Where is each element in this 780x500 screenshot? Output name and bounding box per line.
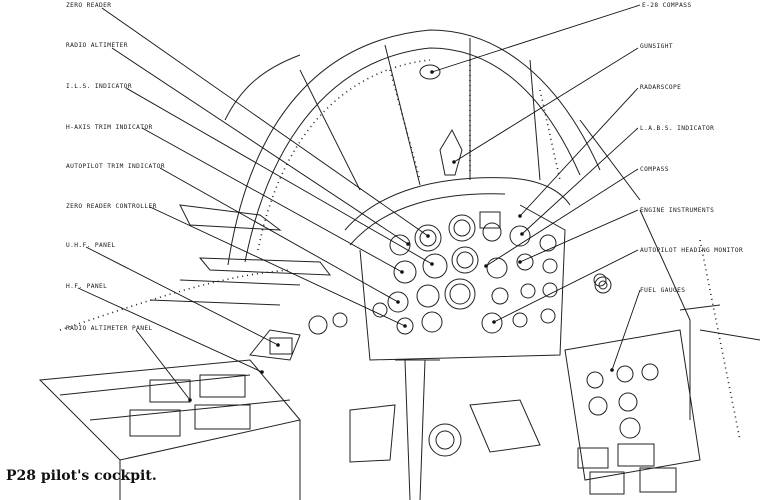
canopy-frame-outer bbox=[227, 29, 601, 266]
label-e28-compass: E-28 COMPASS bbox=[642, 2, 692, 9]
label-labs-indicator: L.A.B.S. INDICATOR bbox=[640, 125, 714, 132]
label-engine-instruments: ENGINE INSTRUMENTS bbox=[640, 207, 714, 214]
label-compass: COMPASS bbox=[640, 166, 669, 173]
label-uhf-panel: U.H.F. PANEL bbox=[66, 242, 116, 249]
instrument-panel bbox=[359, 204, 566, 361]
label-gunsight: GUNSIGHT bbox=[640, 43, 673, 50]
fuel-gauge-panel bbox=[577, 276, 677, 495]
gunsight-body bbox=[439, 128, 463, 176]
label-ils-indicator: I.L.S. INDICATOR bbox=[66, 83, 132, 90]
e28-compass-body bbox=[419, 64, 441, 80]
label-zero-reader-controller: ZERO READER CONTROLLER bbox=[66, 203, 157, 210]
canopy-rail-left bbox=[224, 54, 301, 121]
right-console bbox=[564, 329, 701, 481]
callout-arrowheads bbox=[188, 70, 614, 402]
panel-instruments bbox=[308, 214, 607, 335]
rudder-pedal-right bbox=[469, 399, 541, 453]
label-h-axis-trim-indicator: H-AXIS TRIM INDICATOR bbox=[66, 124, 153, 131]
label-radio-altimeter-panel: RADIO ALTIMETER PANEL bbox=[66, 325, 153, 332]
label-radarscope: RADARSCOPE bbox=[640, 84, 681, 91]
label-autopilot-heading-monitor: AUTOPILOT HEADING MONITOR bbox=[640, 247, 743, 254]
label-fuel-gauges: FUEL GAUGES bbox=[640, 287, 685, 294]
label-autopilot-trim-indicator: AUTOPILOT TRIM INDICATOR bbox=[66, 163, 165, 170]
canopy-frame-inner bbox=[244, 47, 581, 263]
glare-shield bbox=[344, 177, 571, 231]
label-zero-reader: ZERO READER bbox=[66, 2, 111, 9]
canopy-strut-left bbox=[299, 69, 361, 191]
callout-lines bbox=[77, 4, 641, 401]
label-radio-altimeter: RADIO ALTIMETER bbox=[66, 42, 128, 49]
left-console-panels bbox=[129, 329, 301, 437]
right-console-edge bbox=[639, 209, 691, 420]
control-stick bbox=[404, 359, 426, 500]
rudder-pedal-left bbox=[349, 404, 396, 463]
canopy-handle-left bbox=[179, 204, 282, 231]
label-hf-panel: H.F. PANEL bbox=[66, 283, 107, 290]
figure-caption: P28 pilot's cockpit. bbox=[6, 468, 157, 484]
